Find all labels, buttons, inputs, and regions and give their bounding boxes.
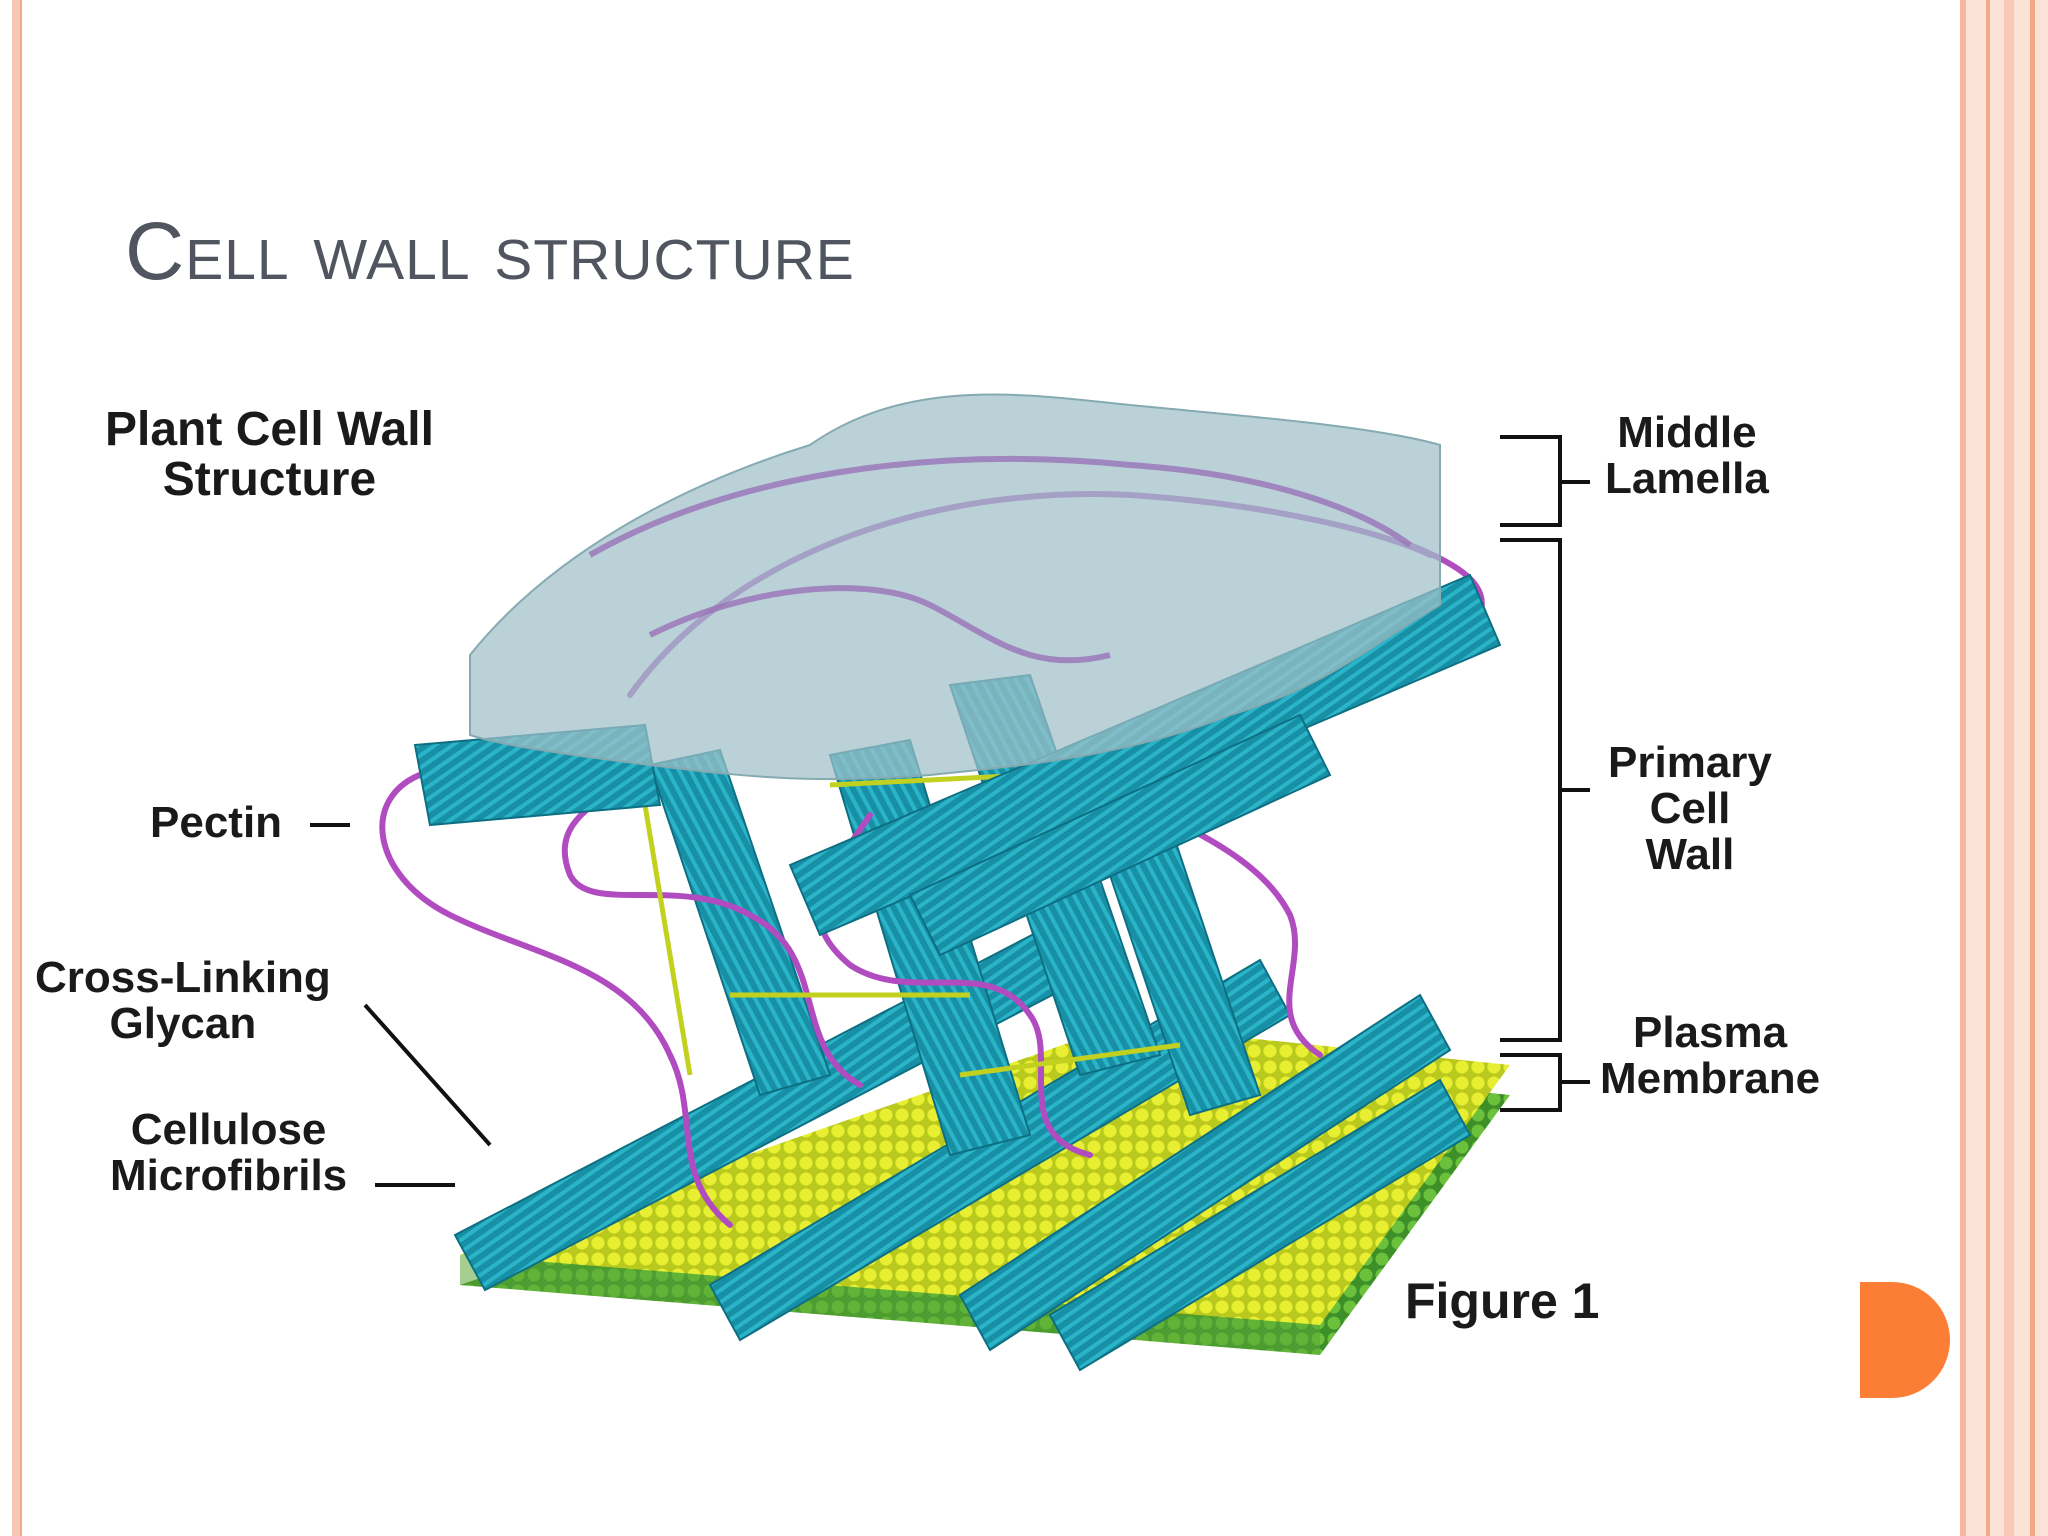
middle-lamella-line1: Middle [1617, 408, 1757, 457]
cellulose-line2: Microfibrils [110, 1151, 348, 1201]
primary-wall-line3: Wall [1645, 830, 1735, 880]
cross-linking-line1: Cross-Linking [35, 953, 331, 1002]
diagram-illustration [310, 393, 1590, 1372]
plasma-membrane-label: Plasma Membrane [1600, 1008, 1821, 1104]
middle-lamella-line2: Lamella [1605, 454, 1769, 504]
diagram-heading-line1: Plant Cell Wall [105, 403, 434, 456]
plasma-membrane-line1: Plasma [1632, 1008, 1788, 1057]
cellulose-line1: Cellulose [130, 1105, 327, 1154]
decorative-orange-circle [1860, 1282, 1950, 1398]
primary-cell-wall-label: Primary Cell Wall [1608, 738, 1772, 880]
lamella-pectin [588, 456, 1412, 664]
plasma-membrane-line2: Membrane [1600, 1054, 1821, 1104]
middle-lamella-sheet [469, 393, 1441, 781]
cell-wall-diagram: Plant Cell Wall Structure Pectin Cross-L… [30, 355, 1860, 1430]
diagram-heading: Plant Cell Wall Structure [105, 403, 434, 507]
primary-wall-line1: Primary [1608, 738, 1772, 787]
primary-wall-line2: Cell [1649, 784, 1731, 834]
cellulose-microfibrils-label: Cellulose Microfibrils [110, 1105, 348, 1201]
label-leader-lines [310, 823, 492, 1187]
slide-frame-left [12, 0, 22, 1536]
slide-frame-right [1960, 0, 2048, 1536]
layer-brackets [1500, 435, 1590, 1112]
slide-title: Cell wall structure [125, 206, 855, 297]
diagram-heading-line2: Structure [162, 453, 377, 507]
cross-linking-line2: Glycan [109, 999, 257, 1049]
middle-lamella-label: Middle Lamella [1605, 408, 1769, 504]
figure-caption: Figure 1 [1405, 1273, 1600, 1329]
pectin-label: Pectin [150, 798, 283, 847]
cross-linking-glycan-label: Cross-Linking Glycan [35, 953, 331, 1049]
